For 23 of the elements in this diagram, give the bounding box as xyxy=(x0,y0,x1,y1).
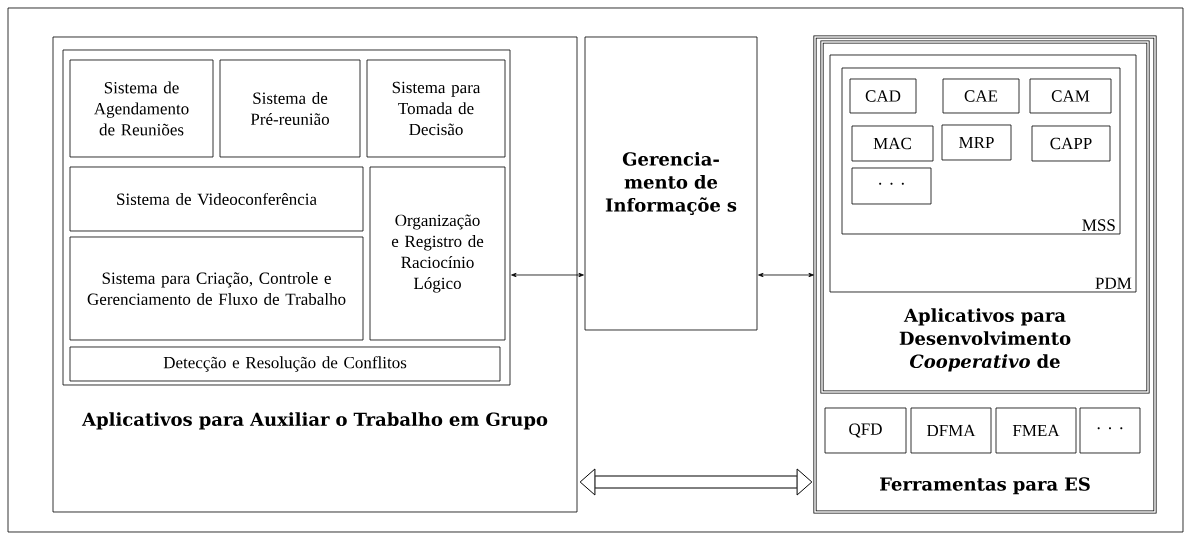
process-box: Gerencia- mento de Informaçõe s xyxy=(584,36,758,331)
text-box: CAD xyxy=(849,78,917,114)
text-box: Sistema de Pré-reunião xyxy=(219,59,361,158)
text-box: Organização e Registro de Raciocínio Lógico xyxy=(369,166,506,341)
arrow xyxy=(511,272,584,278)
double-arrow xyxy=(579,468,813,496)
text-box: · · · xyxy=(851,167,932,205)
text-box: MAC xyxy=(851,125,934,162)
arrow xyxy=(758,272,814,278)
module-box xyxy=(62,49,511,386)
text-box: CAE xyxy=(942,78,1020,114)
text-box: CAM xyxy=(1029,78,1112,114)
text-box: Detecção e Resolução de Conflitos xyxy=(69,346,501,382)
text-box: · · · xyxy=(1079,407,1141,454)
text-box: FMEA xyxy=(995,407,1077,454)
text-box: Sistema de Agendamento de Reuniões xyxy=(69,59,214,158)
text-box: DFMA xyxy=(910,407,992,454)
text-box: CAPP xyxy=(1031,125,1111,162)
text-box: QFD xyxy=(824,407,907,454)
text-box: Sistema para Criação, Controle e Gerenciamento de Fluxo de Trabalho xyxy=(69,236,364,341)
text-box: MRP xyxy=(941,124,1012,161)
text-box: Sistema para Tomada de Decisão xyxy=(366,59,506,158)
text-box: Sistema de Videoconferência xyxy=(69,166,364,232)
